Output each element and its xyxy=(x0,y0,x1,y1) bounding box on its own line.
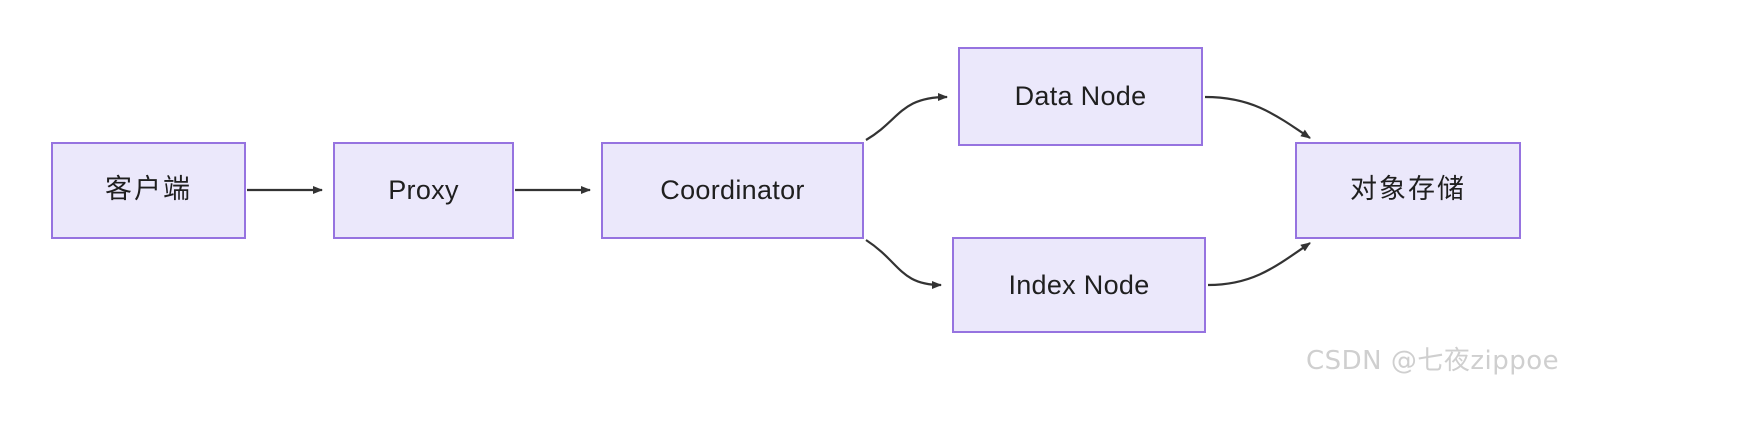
node-index-node-label: Index Node xyxy=(1008,269,1150,300)
edge-index-node-to-object-storage xyxy=(1207,242,1311,287)
node-client-label: 客户端 xyxy=(105,174,192,206)
node-proxy[interactable]: Proxy xyxy=(333,142,514,239)
node-index-node[interactable]: Index Node xyxy=(952,237,1206,333)
node-proxy-label: Proxy xyxy=(388,175,459,206)
edge-data-node-to-object-storage xyxy=(1204,95,1311,139)
edge-coordinator-to-index-node xyxy=(865,239,942,289)
csdn-watermark: CSDN @七夜zippoe xyxy=(1306,346,1560,376)
edge-coordinator-to-data-node xyxy=(865,93,948,141)
node-client[interactable]: 客户端 xyxy=(51,142,246,239)
node-object-storage-label: 对象存储 xyxy=(1350,174,1466,206)
node-data-node[interactable]: Data Node xyxy=(958,47,1203,146)
node-coordinator-label: Coordinator xyxy=(660,175,805,206)
node-data-node-label: Data Node xyxy=(1014,81,1147,112)
node-coordinator[interactable]: Coordinator xyxy=(601,142,864,239)
node-object-storage[interactable]: 对象存储 xyxy=(1295,142,1521,239)
